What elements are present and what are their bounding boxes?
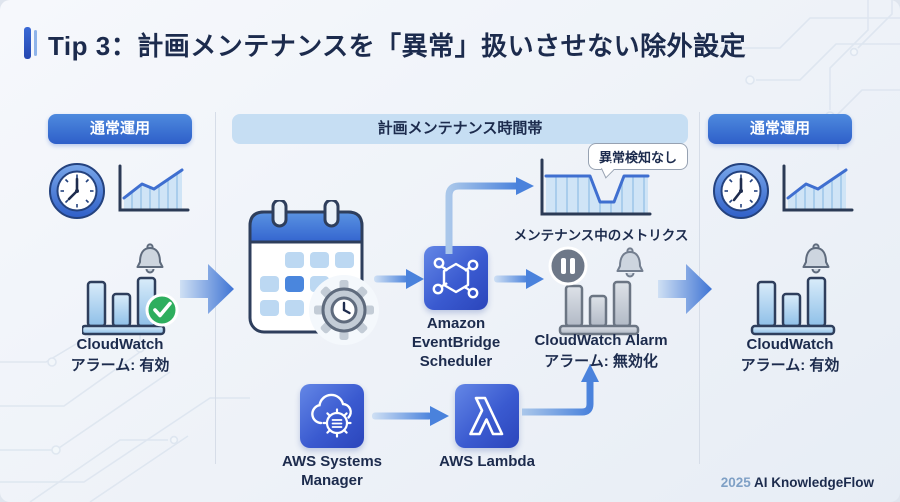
cloudwatch-alarm-name: CloudWatch Alarm bbox=[534, 332, 668, 349]
cloudwatch-alarm-status: アラーム: 無効化 bbox=[544, 353, 658, 370]
cloudwatch-left-name: CloudWatch bbox=[76, 336, 164, 353]
arrow-right-icon bbox=[180, 264, 234, 314]
clock-icon bbox=[49, 163, 105, 219]
cloudwatch-right-label: CloudWatch アラーム: 有効 bbox=[706, 334, 874, 376]
phase-badge-normal-right: 通常運用 bbox=[708, 114, 852, 144]
footer-brand: AI KnowledgeFlow bbox=[754, 475, 874, 490]
line-chart-icon bbox=[782, 164, 854, 212]
eventbridge-label-line1: Amazon bbox=[426, 315, 486, 332]
page-title: Tip 3：計画メンテナンスを「異常」扱いさせない除外設定 bbox=[48, 31, 747, 61]
cloudwatch-right-name: CloudWatch bbox=[746, 336, 834, 353]
arrow-right-icon bbox=[658, 264, 712, 314]
calendar-icon bbox=[248, 200, 379, 345]
systems-manager-icon bbox=[300, 384, 364, 448]
cloudwatch-alarm-label: CloudWatch Alarm アラーム: 無効化 bbox=[515, 330, 687, 372]
lambda-icon bbox=[455, 384, 519, 448]
cloudwatch-alarm-enabled-icon bbox=[82, 243, 179, 336]
check-badge-icon bbox=[145, 293, 179, 327]
phase-badge-normal-left: 通常運用 bbox=[48, 114, 192, 144]
eventbridge-label: Amazon EventBridge Scheduler bbox=[394, 314, 518, 371]
arrow-right-icon bbox=[372, 406, 449, 426]
no-anomaly-callout: 異常検知なし bbox=[588, 143, 689, 170]
gear-icon bbox=[322, 408, 352, 438]
systems-manager-label: AWS Systems Manager bbox=[268, 452, 396, 490]
metrics-label: メンテナンス中のメトリクス bbox=[513, 228, 689, 243]
eventbridge-label-line2: EventBridge bbox=[411, 334, 501, 351]
cloudwatch-right-status: アラーム: 有効 bbox=[740, 357, 840, 374]
gear-clock-icon bbox=[309, 275, 379, 345]
title-accent-bar bbox=[24, 27, 31, 59]
cloudwatch-left-label: CloudWatch アラーム: 有効 bbox=[38, 334, 202, 376]
lambda-label: AWS Lambda bbox=[423, 452, 551, 471]
arrow-right-icon bbox=[494, 269, 544, 289]
line-chart-icon bbox=[118, 164, 190, 212]
clock-icon bbox=[713, 163, 769, 219]
eventbridge-icon bbox=[424, 246, 488, 310]
phase-badge-maintenance: 計画メンテナンス時間帯 bbox=[232, 114, 688, 144]
bell-icon bbox=[616, 247, 644, 278]
systems-manager-label-line2: Manager bbox=[301, 472, 363, 489]
footer-year: 2025 bbox=[720, 475, 751, 490]
eventbridge-label-line3: Scheduler bbox=[419, 353, 493, 370]
title-accent-bar-light bbox=[34, 30, 37, 56]
bell-icon bbox=[802, 243, 830, 274]
elbow-arrow-up-right-icon bbox=[445, 177, 534, 254]
cloudwatch-alarm-bars-icon bbox=[750, 243, 836, 336]
bell-icon bbox=[136, 243, 164, 274]
systems-manager-label-line1: AWS Systems bbox=[281, 453, 383, 470]
lambda-label-line1: AWS Lambda bbox=[439, 453, 535, 470]
elbow-arrow-right-up-icon bbox=[522, 364, 599, 416]
cloudwatch-left-status: アラーム: 有効 bbox=[70, 357, 170, 374]
cloudwatch-alarm-disabled-icon bbox=[548, 246, 644, 336]
pause-badge-icon bbox=[548, 246, 588, 286]
footer-credit: 2025 AI KnowledgeFlow bbox=[721, 475, 874, 490]
arrow-right-icon bbox=[374, 269, 424, 289]
metrics-chart-icon bbox=[540, 158, 652, 216]
